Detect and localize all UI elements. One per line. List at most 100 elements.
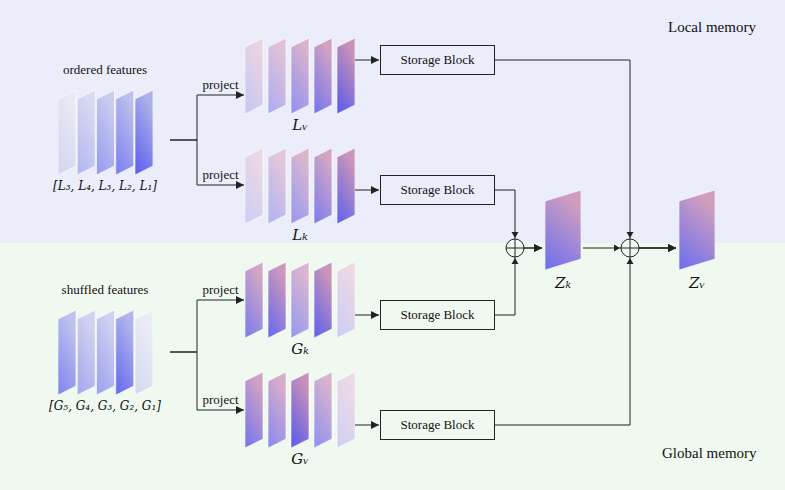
local-band [0,0,785,243]
connector-arrow [495,248,542,315]
feature-slice [314,262,332,338]
storage-block: Storage Block [380,410,495,440]
feature-slice [291,148,309,224]
feature-stack: shuffled features [G₅, G₄, G₃, G₂, G₁] [40,282,170,414]
stack-symbol: Lₖ [292,226,307,245]
stack-symbol: Gₖ [291,340,308,359]
stack-symbol: Zₖ [555,274,571,293]
feature-stack: Gᵥ [245,372,355,469]
feature-slice [96,90,114,175]
feature-slice [291,38,309,114]
connector-arrow [355,425,379,426]
feature-slice [135,310,153,395]
sum-operator [506,232,524,264]
feature-slice [268,148,286,224]
feature-slice [115,310,133,395]
feature-slice [115,90,133,175]
feature-slices [58,90,153,175]
stack-symbol: Gᵥ [291,450,309,469]
feature-slice [337,262,355,338]
feature-slice [337,38,355,114]
feature-slice [77,90,95,175]
edge-label: project [202,282,238,298]
feature-slice [545,190,581,270]
stack-illustration [245,262,355,338]
feature-slice [268,372,286,448]
feature-slice [245,262,263,338]
stack-illustration [545,190,581,270]
feature-slice [77,310,95,395]
stack-illustration [245,372,355,448]
storage-block: Storage Block [380,175,495,205]
feature-slice [314,38,332,114]
feature-stack: Lᵥ [245,38,355,135]
feature-slice [58,310,76,395]
connector-arrow [355,60,379,61]
feature-stack: Zᵥ [677,190,717,293]
stack-illustration [245,148,355,224]
block-label: Storage Block [400,182,474,198]
region-label: Local memory [668,18,756,37]
feature-slices [245,148,355,224]
connector-arrow [170,95,244,140]
feature-slice [337,372,355,448]
connector-arrow [495,248,676,425]
feature-stack: Lₖ [245,148,355,245]
feature-slice [58,90,76,175]
feature-stack: Zₖ [543,190,583,293]
feature-slice [268,38,286,114]
feature-slice [291,262,309,338]
stack-illustration [679,190,715,270]
connector-arrow [355,190,379,191]
connector-arrow [495,60,676,248]
feature-slices [245,38,355,114]
stack-illustration [245,38,355,114]
stack-symbol: [G₅, G₄, G₃, G₂, G₁] [49,399,161,414]
global-band [0,243,785,490]
connector-arrow [170,300,244,352]
connector-arrow [170,140,244,185]
feature-slice [96,310,114,395]
stack-symbol: [L₃, L₄, L₃, L₂, L₁] [53,179,157,194]
block-label: Storage Block [400,417,474,433]
feature-slices [679,190,715,270]
stack-caption: shuffled features [62,282,149,298]
feature-slice [679,190,715,270]
sum-operator [614,232,639,264]
feature-slices [58,310,153,395]
stack-symbol: Zᵥ [689,274,705,293]
feature-slices [545,190,581,270]
stack-caption: ordered features [63,62,147,78]
stack-illustration [58,310,153,395]
feature-stack: ordered features [L₃, L₄, L₃, L₂, L₁] [40,62,170,194]
block-label: Storage Block [400,52,474,68]
feature-slice [314,372,332,448]
stack-illustration [58,90,153,175]
feature-slices [245,262,355,338]
feature-slice [245,38,263,114]
feature-slice [245,148,263,224]
feature-slice [337,148,355,224]
feature-stack: Gₖ [245,262,355,359]
storage-block: Storage Block [380,45,495,75]
stack-symbol: Lᵥ [292,116,308,135]
edge-label: project [202,77,238,93]
edge-label: project [202,167,238,183]
edge-label: project [202,392,238,408]
feature-slices [245,372,355,448]
connector-arrow [170,352,244,410]
feature-slice [245,372,263,448]
feature-slice [135,90,153,175]
region-label: Global memory [662,444,757,463]
feature-slice [314,148,332,224]
connector-arrow [355,315,379,316]
block-label: Storage Block [400,307,474,323]
storage-block: Storage Block [380,300,495,330]
feature-slice [291,372,309,448]
